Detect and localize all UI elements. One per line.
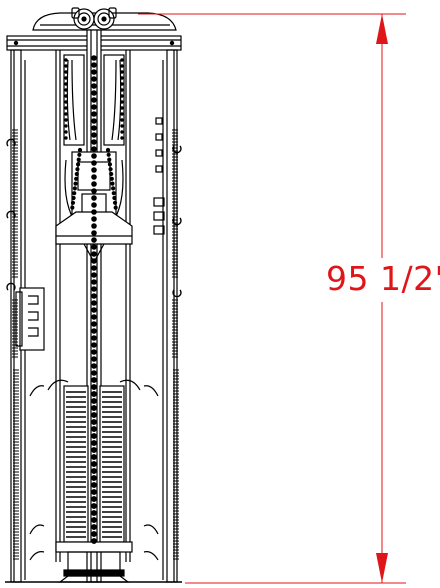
- dimension-arrow-bottom: [376, 553, 388, 583]
- dimension-label-background: [322, 258, 440, 302]
- height-dimension-label: 95 1/2": [326, 259, 440, 298]
- dimension-arrow-top: [376, 14, 388, 44]
- cable-chain-detail: [12, 55, 179, 560]
- machine-frame: [5, 7, 182, 583]
